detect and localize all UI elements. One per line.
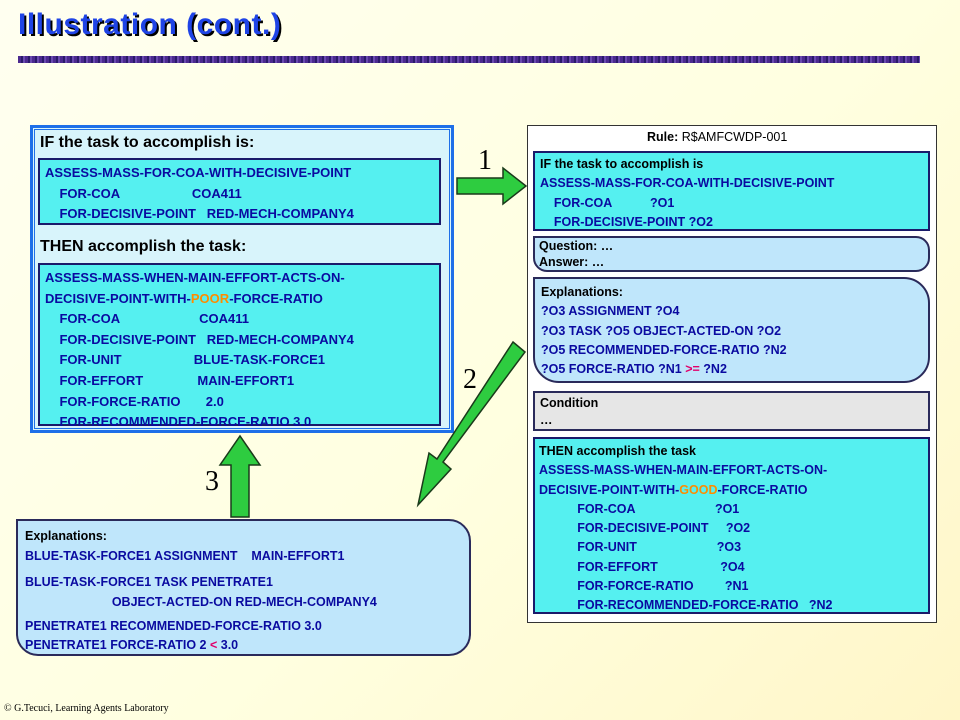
step-number-1: 1	[478, 145, 492, 176]
rule-name: R$AMFCWDP-001	[681, 130, 788, 144]
left-then-line: ASSESS-MASS-WHEN-MAIN-EFFORT-ACTS-ON-	[45, 270, 345, 285]
slide-title: Illustration (cont.)	[18, 8, 282, 41]
question-answer-box: Question: … Answer: …	[533, 236, 930, 272]
gte-operator: >=	[685, 362, 700, 377]
rule-then-line: FOR-FORCE-RATIO ?N1	[539, 579, 749, 594]
rule-then-box: THEN accomplish the task ASSESS-MASS-WHE…	[533, 437, 930, 614]
rule-expl-line: ?O5 FORCE-RATIO ?N1 >= ?N2	[541, 362, 727, 377]
left-then-line: DECISIVE-POINT-WITH-POOR-FORCE-RATIO	[45, 290, 323, 306]
rule-expl-line: ?O3 ASSIGNMENT ?O4	[541, 304, 680, 319]
instance-expl-line: PENETRATE1 RECOMMENDED-FORCE-RATIO 3.0	[25, 619, 322, 633]
arrow-1-right	[456, 166, 528, 206]
rule-if-box: IF the task to accomplish is ASSESS-MASS…	[533, 151, 930, 231]
question-text: Question: …	[539, 239, 614, 253]
left-then-box: ASSESS-MASS-WHEN-MAIN-EFFORT-ACTS-ON- DE…	[38, 263, 441, 429]
rule-expl-line: ?O3 TASK ?O5 OBJECT-ACTED-ON ?O2	[541, 323, 782, 338]
rule-then-line: FOR-EFFORT ?O4	[539, 559, 745, 574]
condition-title: Condition	[540, 396, 599, 410]
left-then-line: FOR-RECOMMENDED-FORCE-RATIO 3.0	[45, 414, 312, 430]
lt-operator: <	[209, 638, 218, 652]
rule-if-line: ASSESS-MASS-FOR-COA-WITH-DECISIVE-POINT	[540, 176, 835, 191]
left-then-line: FOR-FORCE-RATIO 2.0	[45, 393, 224, 409]
step-number-2: 2	[463, 364, 477, 395]
answer-text: Answer: …	[539, 255, 605, 269]
rule-then-line: DECISIVE-POINT-WITH-GOOD-FORCE-RATIO	[539, 482, 808, 497]
left-if-line: FOR-DECISIVE-POINT RED-MECH-COMPANY4	[45, 206, 354, 222]
instance-expl-line: PENETRATE1 FORCE-RATIO 2 < 3.0	[25, 638, 239, 652]
left-if-line: ASSESS-MASS-FOR-COA-WITH-DECISIVE-POINT	[45, 165, 352, 180]
left-then-heading: THEN accomplish the task:	[40, 238, 247, 255]
rule-then-line: FOR-COA ?O1	[539, 501, 740, 516]
rule-then-line: FOR-UNIT ?O3	[539, 540, 742, 555]
left-if-heading: IF the task to accomplish is:	[40, 134, 255, 151]
rule-then-line: FOR-DECISIVE-POINT ?O2	[539, 521, 751, 536]
left-if-line: FOR-COA COA411	[45, 185, 242, 201]
arrow-2-down-left	[416, 340, 527, 508]
rule-if-line: FOR-DECISIVE-POINT ?O2	[540, 214, 713, 229]
rule-then-line: ASSESS-MASS-WHEN-MAIN-EFFORT-ACTS-ON-	[539, 463, 828, 478]
instance-expl-line: BLUE-TASK-FORCE1 ASSIGNMENT MAIN-EFFORT1	[25, 549, 345, 563]
good-highlight: GOOD	[679, 482, 718, 497]
left-then-line: FOR-COA COA411	[45, 311, 249, 327]
left-then-line: FOR-DECISIVE-POINT RED-MECH-COMPANY4	[45, 331, 354, 347]
step-number-3: 3	[205, 466, 219, 497]
rule-then-title: THEN accomplish the task	[539, 444, 696, 458]
rule-if-line: FOR-COA ?O1	[540, 195, 675, 210]
rule-header: Rule: R$AMFCWDP-001	[647, 130, 788, 144]
title-underline	[18, 56, 920, 63]
poor-highlight: POOR	[190, 290, 230, 306]
rule-then-line: FOR-RECOMMENDED-FORCE-RATIO ?N2	[539, 598, 833, 613]
left-task-panel-border	[34, 129, 450, 429]
left-then-line: FOR-EFFORT MAIN-EFFORT1	[45, 372, 295, 388]
left-then-line: FOR-UNIT BLUE-TASK-FORCE1	[45, 352, 325, 368]
rule-if-line: IF the task to accomplish is	[540, 157, 704, 171]
instance-expl-title: Explanations:	[25, 529, 107, 543]
left-if-box: ASSESS-MASS-FOR-COA-WITH-DECISIVE-POINT …	[38, 158, 441, 225]
copyright-footer: © G.Tecuci, Learning Agents Laboratory	[4, 703, 169, 714]
rule-expl-title: Explanations:	[541, 285, 623, 299]
condition-box: Condition …	[533, 391, 930, 431]
instance-explanations-box: Explanations: BLUE-TASK-FORCE1 ASSIGNMEN…	[16, 519, 471, 656]
rule-expl-line: ?O5 RECOMMENDED-FORCE-RATIO ?N2	[541, 342, 787, 357]
condition-value: …	[540, 413, 553, 427]
rule-explanations-box: Explanations: ?O3 ASSIGNMENT ?O4 ?O3 TAS…	[533, 277, 930, 383]
instance-expl-line: BLUE-TASK-FORCE1 TASK PENETRATE1	[25, 575, 273, 589]
instance-expl-line: OBJECT-ACTED-ON RED-MECH-COMPANY4	[25, 595, 377, 609]
arrow-3-up	[218, 434, 262, 518]
